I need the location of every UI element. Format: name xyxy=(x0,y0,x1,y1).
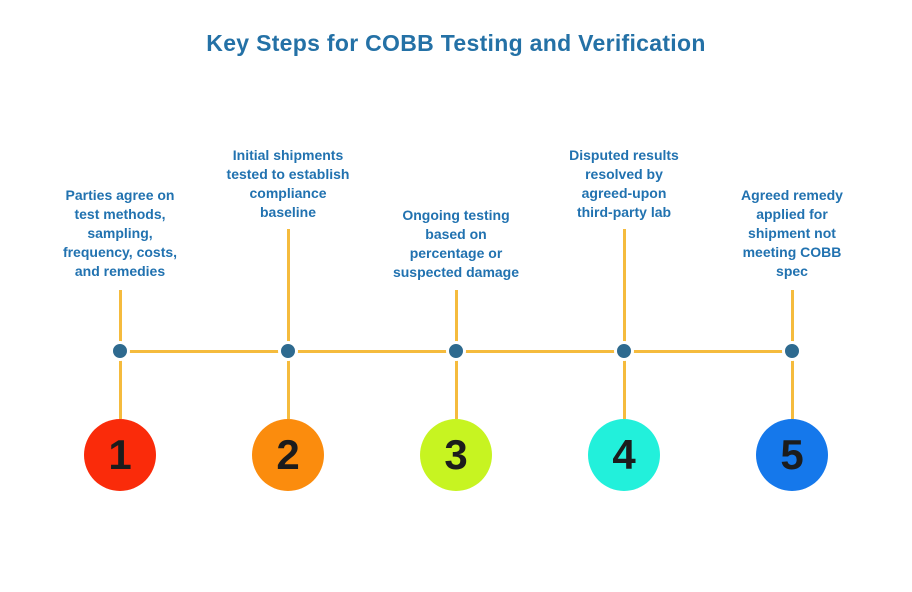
step-number: 5 xyxy=(780,431,804,478)
connector-line-top xyxy=(118,290,122,351)
timeline-node-dot xyxy=(110,341,130,361)
connector-line-bottom xyxy=(286,353,290,419)
timeline-node-dot xyxy=(614,341,634,361)
step-label: Disputed results resolved by agreed-upon… xyxy=(569,147,679,220)
step-label: Initial shipments tested to establish co… xyxy=(226,147,350,220)
connector-line-bottom xyxy=(790,353,794,419)
step-number: 1 xyxy=(108,431,132,478)
timeline-node-dot xyxy=(782,341,802,361)
step-circle: 2 xyxy=(252,419,324,491)
step-number: 3 xyxy=(444,431,468,478)
step-circle: 4 xyxy=(588,419,660,491)
page-title: Key Steps for COBB Testing and Verificat… xyxy=(206,30,706,56)
connector-line-bottom xyxy=(118,353,122,419)
step-circle: 1 xyxy=(84,419,156,491)
timeline-node-dot xyxy=(446,341,466,361)
step-circle: 3 xyxy=(420,419,492,491)
connector-line-bottom xyxy=(622,353,626,419)
step-label: Ongoing testing based on percentage or s… xyxy=(392,207,520,280)
step-label: Parties agree on test methods, sampling,… xyxy=(62,187,178,279)
timeline-node-dot xyxy=(278,341,298,361)
connector-line-top xyxy=(622,229,626,351)
step-number: 4 xyxy=(612,431,636,478)
step-label: Agreed remedy applied for shipment not m… xyxy=(741,187,843,279)
connector-line-top xyxy=(454,290,458,351)
step-circle: 5 xyxy=(756,419,828,491)
connector-line-top xyxy=(286,229,290,351)
connector-line-top xyxy=(790,290,794,351)
connector-line-bottom xyxy=(454,353,458,419)
step-number: 2 xyxy=(276,431,300,478)
